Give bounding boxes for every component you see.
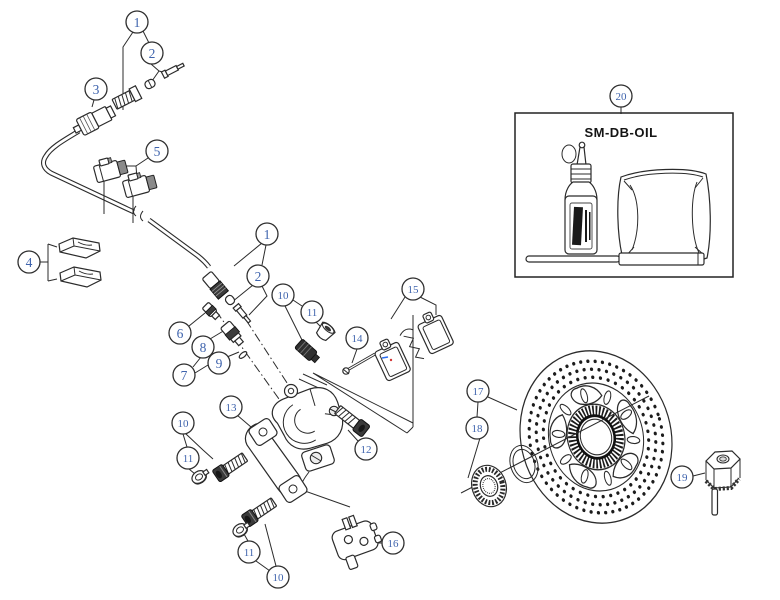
svg-text:18: 18	[472, 423, 484, 435]
hose-joint-a	[91, 153, 130, 184]
pad-spring	[399, 328, 425, 360]
svg-text:5: 5	[154, 144, 161, 159]
callout-11c: 11	[237, 540, 261, 564]
pad-mark-blue	[381, 356, 389, 359]
svg-text:11: 11	[244, 547, 255, 559]
olive-lower	[224, 294, 236, 306]
banjo-boss	[283, 383, 299, 399]
svg-text:13: 13	[226, 402, 238, 414]
callout-1a: 1	[125, 10, 149, 34]
pad-mark-red	[389, 358, 393, 362]
hose-clamp-block-lower	[59, 266, 102, 288]
svg-text:6: 6	[177, 326, 184, 341]
brake-pad-left	[370, 334, 412, 383]
callout-2b: 2	[246, 264, 270, 288]
bleed-screw	[294, 339, 321, 364]
brake-pad-right	[413, 307, 455, 356]
svg-text:19: 19	[677, 472, 689, 484]
hose-clamp-block-upper	[58, 237, 101, 259]
callout-20: 20	[609, 84, 633, 108]
leader-lines	[40, 30, 706, 572]
oil-bag	[617, 168, 711, 265]
callout-8: 8	[191, 335, 215, 359]
callout-4: 4	[17, 250, 41, 274]
svg-text:20: 20	[616, 91, 628, 103]
brake-hose	[41, 128, 211, 269]
callout-13: 13	[219, 395, 243, 419]
pad-pin	[342, 352, 376, 375]
callout-17: 17	[466, 379, 490, 403]
callout-5: 5	[145, 139, 169, 163]
svg-text:8: 8	[200, 340, 207, 355]
svg-text:2: 2	[255, 269, 262, 284]
mount-bolt-upper	[211, 450, 250, 483]
callout-2a: 2	[140, 41, 164, 65]
caliper-fixing-bolt	[334, 405, 370, 437]
lever-side-fitting	[72, 105, 117, 136]
callout-10b: 10	[171, 411, 195, 435]
kit-label: SM-DB-OIL	[584, 125, 657, 140]
caliper-adapter	[244, 418, 308, 503]
callout-6: 6	[168, 321, 192, 345]
svg-text:14: 14	[352, 333, 364, 345]
bleed-tube	[525, 252, 705, 266]
svg-text:16: 16	[388, 538, 400, 550]
svg-text:11: 11	[307, 307, 318, 319]
callout-11a: 11	[300, 300, 324, 324]
oring-9	[238, 351, 248, 359]
callout-19: 19	[670, 465, 694, 489]
callout-9: 9	[207, 351, 231, 375]
callout-1b: 1	[255, 222, 279, 246]
hose-insert-upper	[160, 62, 185, 80]
svg-text:12: 12	[361, 444, 372, 456]
lockring	[470, 464, 508, 508]
svg-text:17: 17	[473, 386, 485, 398]
disc-rotor	[519, 350, 673, 524]
fitting-6	[202, 302, 221, 321]
svg-text:3: 3	[93, 82, 100, 97]
brake-caliper	[271, 373, 344, 472]
callout-14: 14	[345, 326, 369, 350]
olive-upper	[144, 78, 156, 90]
plug-8	[220, 320, 245, 347]
svg-text:9: 9	[216, 356, 223, 371]
callout-10a: 10	[271, 283, 295, 307]
callouts: 1 2 3 5 4 1 2 10 11 6 8 9 7 14 15 13 10 …	[17, 10, 694, 589]
connecting-bolt-upper	[111, 85, 143, 110]
washer-upper	[188, 465, 212, 488]
callout-10c: 10	[266, 565, 290, 589]
svg-text:10: 10	[178, 418, 190, 430]
svg-text:2: 2	[149, 46, 156, 61]
svg-text:15: 15	[408, 284, 420, 296]
hose-insert-lower	[232, 302, 252, 324]
svg-text:11: 11	[183, 453, 194, 465]
callout-16: 16	[381, 531, 405, 555]
callout-15: 15	[401, 277, 425, 301]
callout-18: 18	[465, 416, 489, 440]
pad-insert-wedge	[312, 372, 414, 434]
hose-break-mark	[133, 205, 144, 222]
bleed-boot	[315, 321, 336, 342]
oil-bottle	[561, 141, 598, 255]
callout-11b: 11	[176, 446, 200, 470]
svg-text:7: 7	[181, 368, 188, 383]
svg-text:10: 10	[278, 290, 290, 302]
callout-7: 7	[172, 363, 196, 387]
connecting-bolt-lower	[202, 271, 230, 300]
mount-plate	[331, 514, 383, 570]
oil-kit-box: SM-DB-OIL	[514, 112, 734, 278]
lockring-tool	[704, 450, 741, 516]
snap-ring	[509, 444, 539, 484]
callout-3: 3	[84, 77, 108, 101]
svg-text:4: 4	[26, 255, 33, 270]
svg-text:10: 10	[273, 572, 285, 584]
axis-line-hose	[245, 319, 292, 390]
svg-text:1: 1	[264, 227, 271, 242]
svg-text:1: 1	[134, 15, 141, 30]
callout-12: 12	[354, 437, 378, 461]
